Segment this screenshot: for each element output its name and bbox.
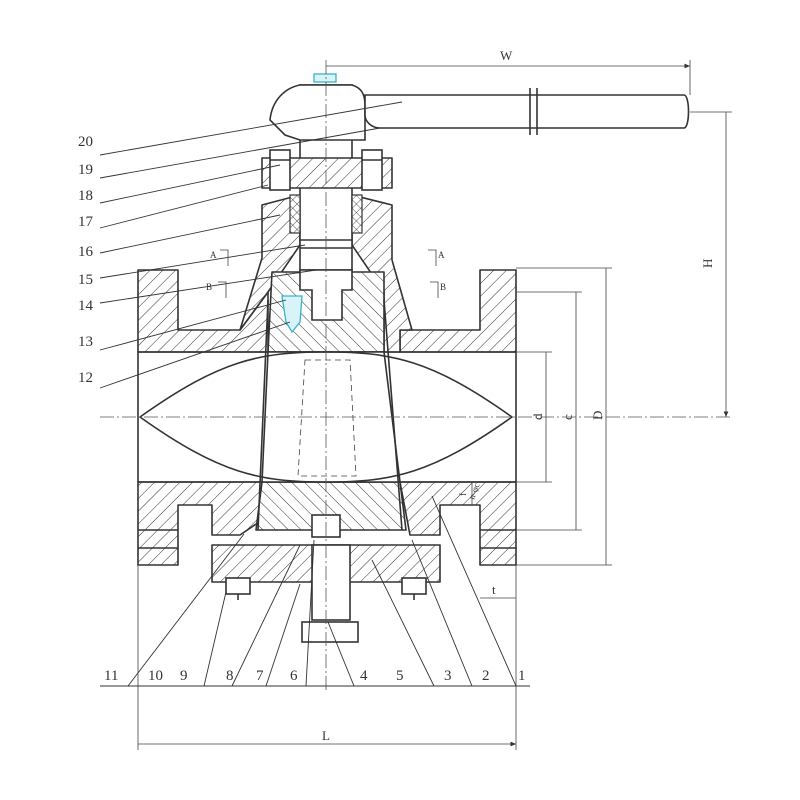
part-label: 15 <box>78 272 93 288</box>
dimension-lines <box>137 60 732 750</box>
part-label: 17 <box>78 214 94 230</box>
dim-w: W <box>500 48 513 63</box>
part-label: 14 <box>78 298 94 314</box>
part-label: 6 <box>290 668 298 684</box>
part-label: 2 <box>482 668 490 684</box>
part-label: 1 <box>518 668 526 684</box>
dim-t: t <box>492 582 496 597</box>
lever-handle <box>269 84 690 141</box>
section-a-right: A <box>438 250 445 260</box>
part-label: 12 <box>78 370 93 386</box>
part-label: 11 <box>104 668 118 684</box>
part-label: 3 <box>444 668 452 684</box>
part-label: 13 <box>78 334 93 350</box>
section-marks: A B A B <box>206 249 446 298</box>
part-label: 7 <box>256 668 264 684</box>
center-lines <box>100 60 730 690</box>
part-label: 18 <box>78 188 93 204</box>
dim-d-large: D <box>590 411 605 420</box>
stem-key-highlight <box>313 73 337 83</box>
cover-bolts <box>225 577 427 600</box>
dim-l: L <box>322 728 330 743</box>
dim-f: f <box>458 493 468 496</box>
section-b-left: B <box>206 282 212 292</box>
part-label: 9 <box>180 668 188 684</box>
part-label: 20 <box>78 134 93 150</box>
dim-h: H <box>700 259 715 268</box>
section-a-left: A <box>210 250 217 260</box>
gland <box>261 149 393 191</box>
part-label: 5 <box>396 668 404 684</box>
part-numbers-left: 20 19 18 17 16 15 14 13 12 <box>78 134 94 386</box>
dim-d-small: d <box>530 413 545 420</box>
part-numbers-bottom: 11 10 9 8 7 6 4 5 3 2 1 <box>104 668 526 684</box>
leader-lines <box>99 101 530 687</box>
part-label: 8 <box>226 668 234 684</box>
dim-c: c <box>560 414 575 420</box>
part-label: 10 <box>148 668 163 684</box>
part-label: 16 <box>78 244 94 260</box>
part-label: 19 <box>78 162 93 178</box>
section-b-right: B <box>440 282 446 292</box>
part-label: 4 <box>360 668 368 684</box>
